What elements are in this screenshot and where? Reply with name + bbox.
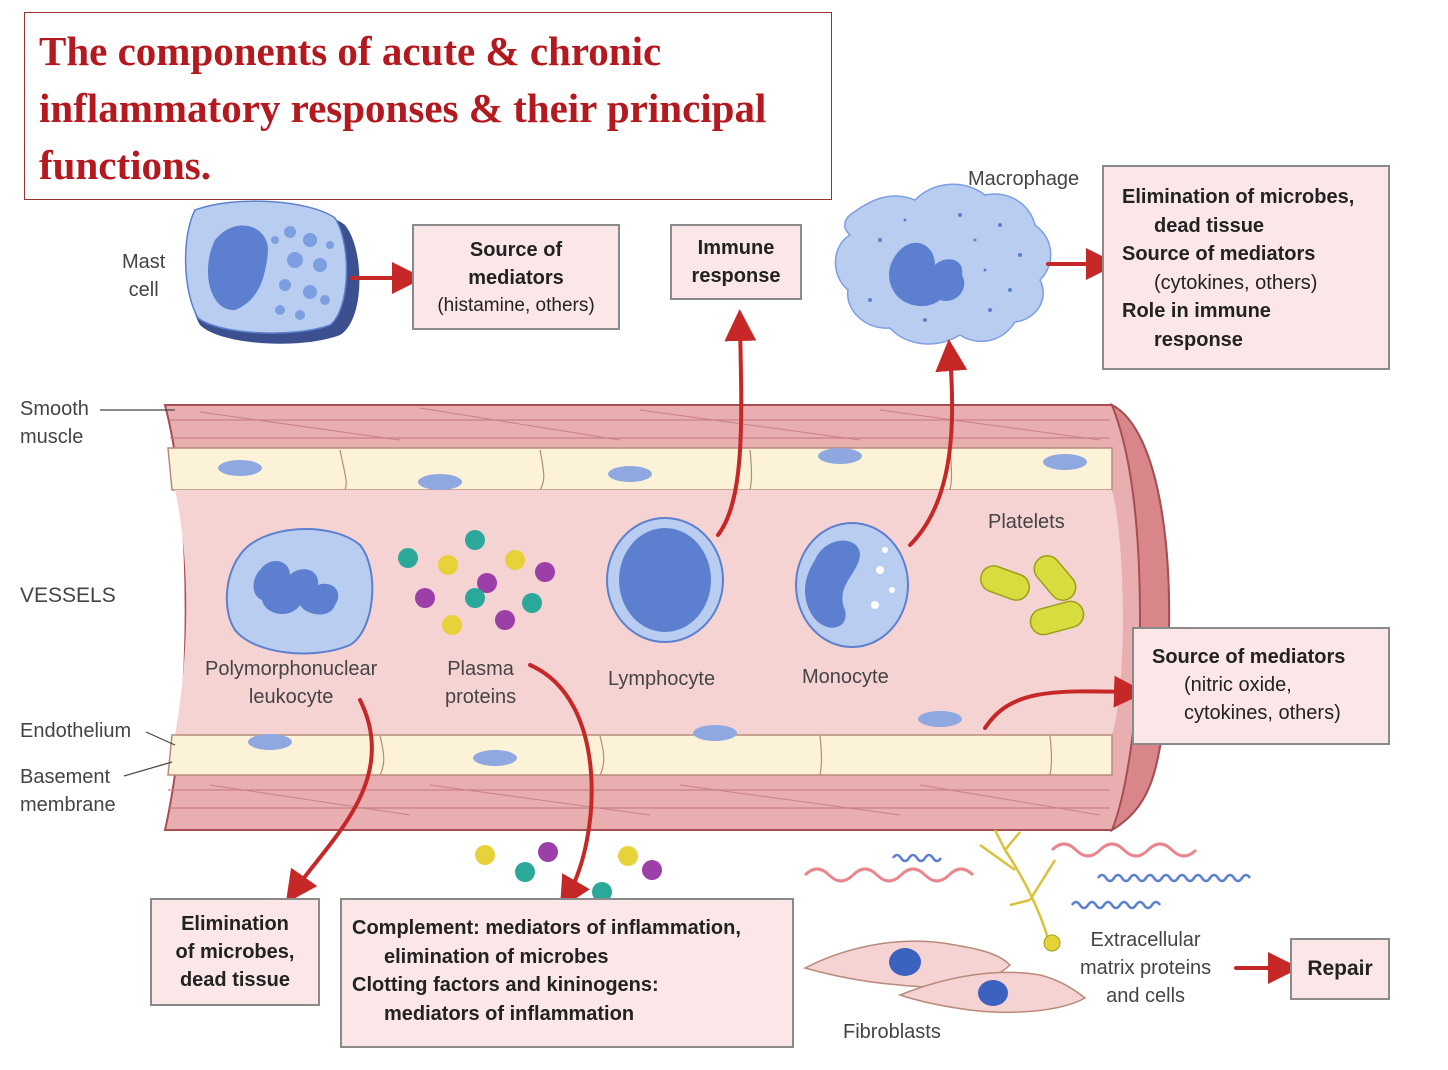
macrophage-functions-box: Elimination of microbes, dead tissue Sou… (1102, 165, 1390, 370)
platelets-label: Platelets (988, 511, 1065, 533)
pmn-cell (225, 528, 374, 655)
ecm-label: Extracellular matrix proteins and cells (1080, 929, 1212, 1007)
monocyte-label: Monocyte (802, 666, 889, 688)
arrow-plasma-to-functions (528, 663, 594, 909)
plasma-proteins-label: Plasma proteins (445, 658, 517, 708)
endothelium-mediators-box: Source of mediators (nitric oxide, cytok… (1132, 627, 1390, 745)
page-title: The components of acute & chronic inflam… (39, 28, 767, 188)
vessels-label: VESSELS (20, 584, 116, 607)
mast-mediators-box: Source of mediators (histamine, others) (412, 224, 620, 330)
mast-cell-label: Mast cell (122, 251, 166, 301)
arrow-monocyte-to-macrophage (908, 339, 968, 547)
fibroblasts-group (802, 940, 1087, 1013)
leader-lines (100, 409, 176, 777)
extravascular-proteins (475, 842, 662, 902)
fibroblasts-label: Fibroblasts (843, 1021, 941, 1043)
arrow-pmn-to-functions (285, 698, 374, 904)
endothelium-label: Endothelium (20, 720, 132, 742)
platelets-group (979, 555, 1085, 636)
plasma-proteins-group (398, 530, 555, 635)
repair-box: Repair (1290, 938, 1390, 1000)
plasma-functions-box: Complement: mediators of inflammation, e… (340, 898, 794, 1048)
extracellular-matrix (803, 829, 1252, 952)
immune-response-box: Immune response (670, 224, 802, 300)
title-box: The components of acute & chronic inflam… (24, 12, 832, 200)
monocyte-cell (795, 522, 909, 648)
mast-cell (184, 200, 360, 344)
lymphocyte-label: Lymphocyte (608, 668, 716, 690)
macrophage-cell (834, 183, 1052, 345)
macrophage-label: Macrophage (968, 168, 1080, 190)
pmn-label: Polymorphonuclear leukocyte (205, 658, 378, 708)
basement-membrane-label: Basement membrane (20, 766, 116, 816)
lymphocyte-cell (606, 517, 724, 643)
endothelium-bottom (167, 734, 1113, 776)
pmn-functions-box: Elimination of microbes, dead tissue (150, 898, 320, 1006)
arrow-lymphocyte-to-immune (716, 309, 757, 537)
arrow-endothelium-to-mediators (983, 675, 1146, 730)
smooth-muscle-label: Smooth muscle (20, 398, 89, 448)
